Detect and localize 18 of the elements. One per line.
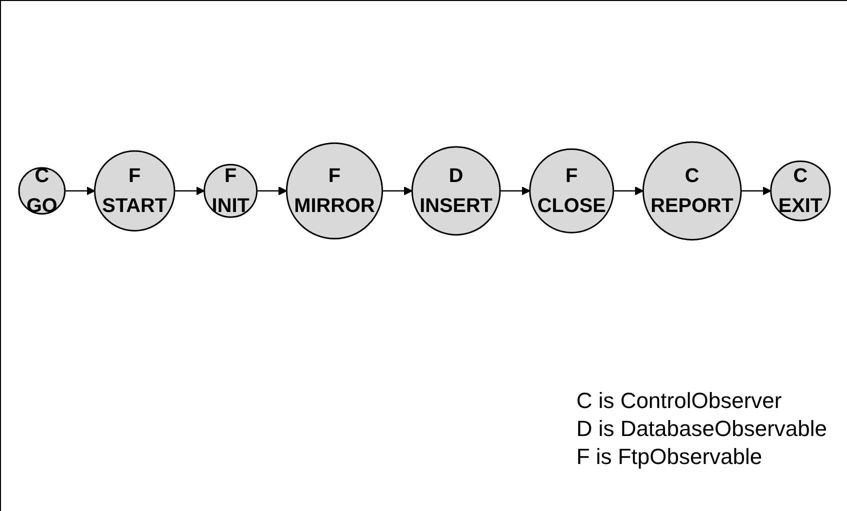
arrow — [174, 186, 205, 196]
arrow — [500, 186, 530, 196]
note-text: D is DatabaseObservable — [576, 415, 827, 443]
node-circle: D INSERT — [411, 146, 501, 236]
arrow — [613, 186, 644, 196]
node-circle: C GO — [18, 167, 66, 215]
note-text: C is ControlObserver — [576, 387, 783, 415]
arrow — [741, 186, 772, 196]
node-circle: F CLOSE — [529, 148, 614, 234]
arrow — [256, 186, 288, 196]
note-text: F is FtpObservable — [576, 443, 764, 471]
node-circle: F MIRROR — [286, 142, 384, 240]
node-circle: F START — [94, 150, 176, 232]
arrow — [64, 186, 96, 196]
node-circle: F INIT — [204, 164, 258, 218]
node-circle: C REPORT — [642, 141, 742, 241]
node-circle: C EXIT — [770, 160, 831, 222]
arrow — [382, 186, 413, 196]
